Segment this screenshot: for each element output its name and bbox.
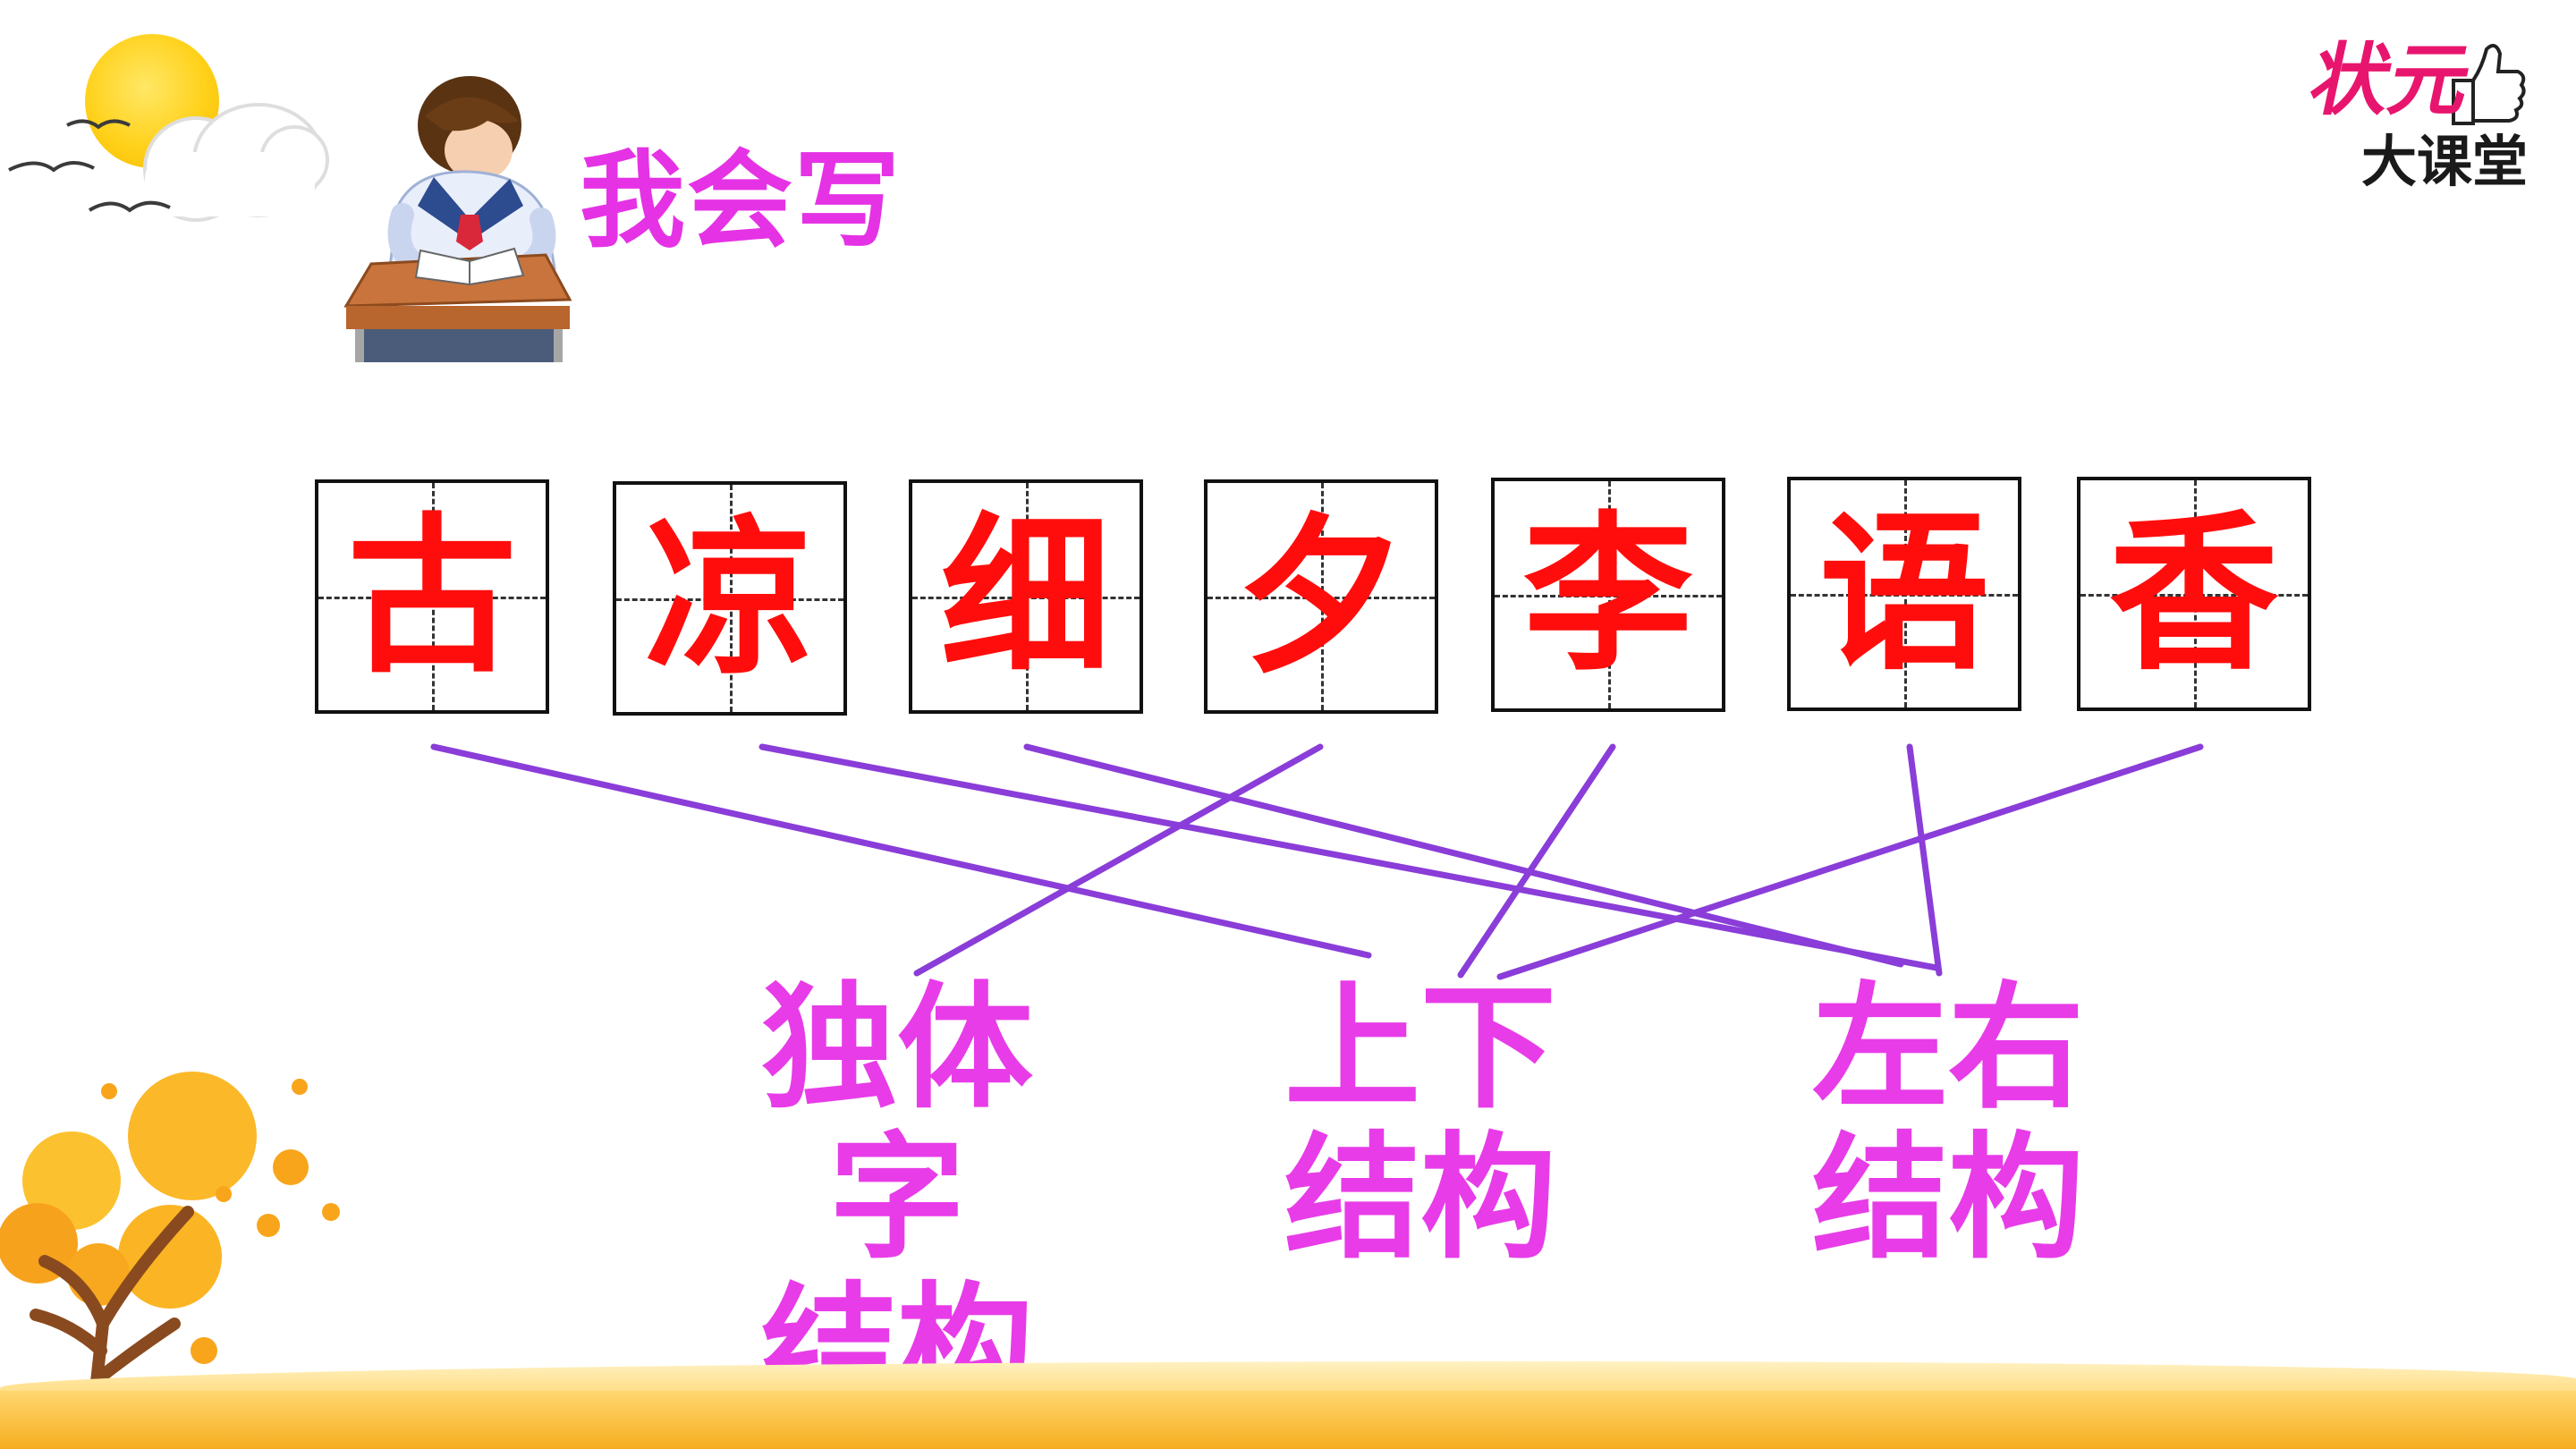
char-glyph: 香: [2108, 494, 2279, 693]
page-title: 我会写: [580, 139, 902, 262]
category-line2: 结构: [1812, 1119, 2084, 1277]
connector-line-yu: [1906, 743, 1943, 977]
char-box-4: 夕: [1204, 479, 1438, 714]
logo-bottom-text: 大课堂: [2361, 129, 2529, 194]
connector-line-xiang: [1496, 743, 2204, 980]
category-line1: 左右: [1812, 969, 2084, 1127]
logo: [2290, 27, 2558, 206]
char-box-1: 古: [315, 479, 549, 714]
sun-cloud-decoration: [0, 0, 340, 250]
char-glyph: 凉: [644, 498, 815, 698]
tree-icon: [0, 1072, 340, 1449]
char-box-3: 细: [909, 479, 1143, 714]
thumbs-up-icon: [2452, 44, 2526, 125]
char-glyph: 夕: [1235, 496, 1406, 696]
char-glyph: 古: [346, 496, 517, 696]
category-line2: 结构: [1284, 1119, 1556, 1277]
birds-icon: [8, 119, 171, 213]
student-writing-icon: [343, 76, 572, 362]
char-box-2: 凉: [613, 481, 847, 716]
tree-decoration: [0, 1055, 358, 1449]
category-zuoyou: 左右 结构: [1751, 973, 2145, 1274]
category-dutizi: 独体字 结构: [700, 973, 1094, 1424]
connector-line-xi2: [913, 743, 1324, 977]
char-glyph: 语: [1818, 494, 1989, 693]
category-line1: 独体字: [761, 969, 1033, 1277]
char-glyph: 李: [1522, 495, 1693, 694]
connector-line-xi: [1023, 743, 1904, 968]
connector-line-gu: [430, 743, 1372, 959]
char-glyph: 细: [940, 496, 1111, 696]
char-box-7: 香: [2077, 477, 2311, 711]
category-shangxia: 上下 结构: [1224, 973, 1617, 1274]
category-line1: 上下: [1284, 969, 1556, 1127]
char-box-6: 语: [1787, 477, 2021, 711]
char-box-5: 李: [1491, 478, 1725, 712]
ground-decoration-lower: [0, 1391, 2576, 1449]
connector-line-li: [1457, 743, 1616, 979]
connector-line-liang: [758, 743, 1940, 971]
